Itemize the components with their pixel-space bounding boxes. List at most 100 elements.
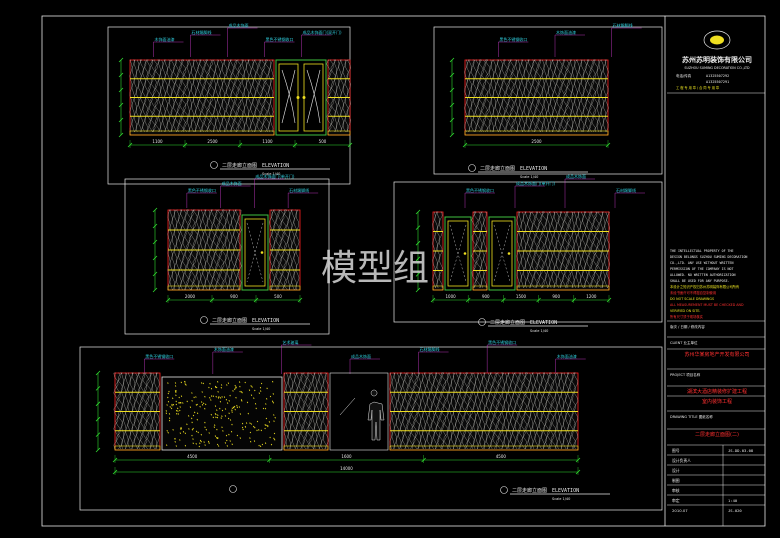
door-handle [463,252,467,255]
material-label: 成品木饰面门(单开门) [516,180,556,186]
vertical-dimension-tick [449,87,455,93]
material-label: 成品木饰面门(单开门) [255,173,295,179]
dimension-label: 1200 [586,294,597,299]
note-cn-line: DO NOT SCALE DRAWINGS [670,297,714,301]
tb-grid-value: 1:40 [728,498,738,503]
elevation-scale: Scale 1/40 [552,497,570,501]
vertical-dimension-tick [449,132,455,138]
material-label: 木饰面油漆 [556,29,576,35]
dimension-label: 4500 [187,454,198,459]
elevation-title: 二层走廊立面图 [512,487,547,494]
tb-field-value: 二层走廊立面图(二) [695,431,739,438]
tb-field-label: CLIENT 业主单位 [670,340,698,345]
note-en-line: DESIGN BELONGS SUZHOU SUMING DECORATION [670,255,747,259]
wood-grain-texture [471,211,487,289]
wood-grain-texture [129,59,274,133]
wood-grain-texture [167,209,242,291]
material-label: 石材踢脚线 [192,29,212,35]
skirting-line [167,285,241,291]
wood-grain-texture [464,59,609,133]
skirting-line [283,445,329,451]
opening-diagonal [339,397,356,416]
elevation-d-border [393,181,663,323]
skirting-line [269,285,301,291]
vertical-dimension-tick [449,102,455,108]
note-cn-line: 未经书面许可不得擅自复制使用 [670,290,716,295]
material-label: 黑色不锈钢收口 [466,187,494,193]
tb-grid-label: 设计 [672,468,680,473]
vertical-dimension-tick [95,370,101,376]
dimension-label: 900 [482,294,490,299]
door-leaf [244,218,266,287]
opening [329,372,389,451]
dimension-label: 900 [230,294,238,299]
dimension-label: 1000 [446,294,457,299]
door-swing-mark [493,224,511,283]
note-cn-line: VERIFIED ON SITE. [670,309,700,313]
tb-grid-label: 制图 [672,478,680,483]
door-ornament [281,69,296,124]
elevation-title: 二层走廊立面图 [480,165,515,172]
elevation-scale: Scale 1/40 [252,327,270,331]
vertical-dimension-tick [152,223,158,229]
door-handle [296,96,300,99]
material-label: 石材踢脚线 [616,187,636,193]
vertical-dimension-tick [415,272,421,277]
company-phone-1: A1325507292 [706,74,729,78]
dimension-label: 2000 [185,294,196,299]
vertical-dimension-tick [118,87,124,93]
watermark-text: 模型组 [321,248,429,289]
material-label: 木饰面油漆 [155,36,175,42]
elevation-marker [478,318,486,326]
outer-border [41,15,766,527]
wood-grain-texture [269,209,300,291]
vertical-dimension-tick [152,255,158,261]
dimension-label: 1100 [262,139,273,144]
art-glass-panel [161,376,283,451]
note-en-line: PERMISSION OF THE COMPANY IS NOT [670,267,734,271]
material-label: 石材踢脚线 [613,22,633,28]
skirting-line [464,130,609,136]
tb-field-label: PROJECT 项目名称 [670,372,701,377]
art-glass-pattern [165,380,276,448]
vertical-dimension-tick [449,117,455,123]
tb-grid-label: 审定 [672,498,680,503]
material-label: 木饰面油漆 [214,346,234,352]
elevation-marker [210,161,218,169]
material-label: 黑色不锈钢收口 [499,36,527,42]
note-en-line: THE INTELLECTUAL PROPERTY OF THE [670,249,734,253]
note-en-line: CO.,LTD. ANY USE WITHOUT WRITTEN [670,261,734,265]
tb-grid-label: 设计负责人 [672,458,691,463]
material-label: 成品木饰面 [566,173,586,179]
elevation-title: 二层走廊立面图 [222,162,257,169]
material-label: 石材踢脚线 [420,346,440,352]
note-en-line: SHALL BE USED FOR ANY PURPOSE. [670,279,730,283]
elevation-title-en: ELEVATION [530,320,557,326]
company-stamp-line: 工 程 专 用 章 / 合 同 专 用 章 [676,85,720,90]
dimension-label: 14000 [340,466,353,471]
vertical-dimension-tick [95,447,101,453]
material-label: 成品木饰面门(双开门) [303,29,343,35]
vertical-dimension-tick [152,207,158,213]
company-phone-2: A1325507291 [706,80,729,84]
note-cn-line: 所有尺寸须于现场核实 [670,314,704,319]
skirting-line [129,130,275,136]
vertical-dimension-tick [118,117,124,123]
company-logo-icon-core [710,35,724,45]
material-label: 艺术玻璃 [282,339,298,345]
door-ornament [281,69,296,124]
elevation-title-en: ELEVATION [520,166,547,172]
company-name-en: SUZHOU SUMING DECORATION CO.,LTD [684,66,750,70]
vertical-dimension-tick [118,72,124,78]
skirting-line [516,285,610,291]
material-label: 木饰面油漆 [557,353,577,359]
vertical-dimension-tick [415,240,421,246]
door-leaf [491,220,513,287]
elevation-scale: Scale 1/40 [520,175,538,179]
elevation-title-en: ELEVATION [552,488,579,494]
dimension-label: 1600 [341,454,352,459]
